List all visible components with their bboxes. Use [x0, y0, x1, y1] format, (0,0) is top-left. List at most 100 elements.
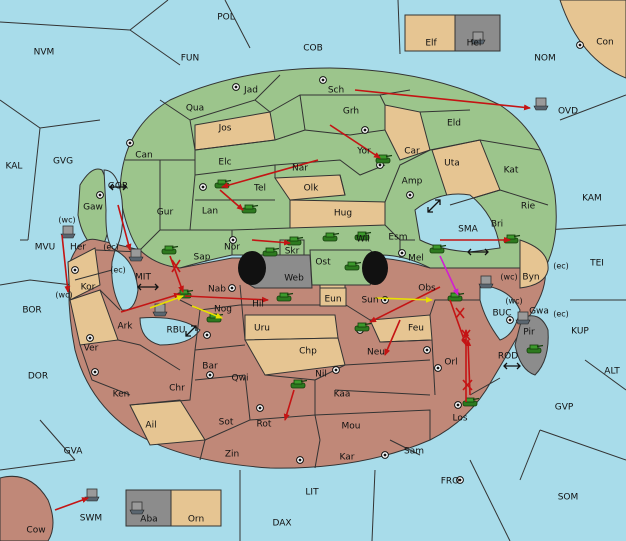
label-kaa: Kaa: [334, 390, 351, 400]
coast-gwa-ec: (ec): [553, 310, 569, 319]
land-labels: Elf Hel Jad Sch Qua Grh Jos Eld Can Yor …: [70, 39, 549, 525]
label-nar: Nar: [292, 164, 308, 174]
label-eld: Eld: [447, 119, 461, 129]
sea-labels: POL NVM FUN COB NOM Con KAL GVG OVD KAM …: [6, 13, 621, 536]
label-obs: Obs: [418, 284, 436, 294]
label-buc: BUC: [492, 309, 511, 319]
label-cob: COB: [303, 44, 323, 54]
label-ark: Ark: [117, 322, 133, 332]
label-byn: Byn: [522, 273, 539, 283]
label-can: Can: [135, 151, 153, 161]
label-skr: Skr: [285, 247, 300, 257]
label-swm: SWM: [80, 514, 102, 524]
label-orn: Orn: [188, 515, 204, 525]
label-mvu: MVU: [35, 243, 56, 253]
label-lit: LIT: [305, 488, 319, 498]
sea-gor: [103, 169, 124, 251]
label-kup: KUP: [571, 327, 589, 337]
label-eun: Eun: [324, 295, 341, 305]
label-nvm: NVM: [34, 48, 55, 58]
coast-kor-ec: (ec): [110, 266, 126, 275]
label-nog: Nog: [214, 305, 232, 315]
move-orders: [54, 89, 531, 511]
label-yor: Yor: [356, 147, 371, 157]
label-los: Los: [452, 414, 467, 424]
label-ost: Ost: [315, 258, 331, 268]
label-olk: Olk: [304, 184, 320, 194]
sea-mit: [111, 249, 139, 311]
label-som: SOM: [558, 493, 579, 503]
label-mel: Mel: [408, 254, 424, 264]
label-mit: MIT: [135, 273, 151, 283]
label-car: Car: [404, 147, 420, 157]
coast-gwa-wc: (wc): [505, 297, 522, 306]
coast-tags: (wc) (ec) (ec) (wc) (wc) (ec) (wc) (ec): [55, 216, 568, 319]
label-gor: GOR: [108, 182, 128, 192]
label-wil: Wil: [356, 235, 370, 245]
label-sap: Sap: [194, 253, 211, 263]
label-her: Her: [70, 243, 86, 253]
label-esm: Esm: [388, 233, 407, 243]
label-nil: Nil: [315, 370, 327, 380]
label-kam: KAM: [582, 194, 602, 204]
label-qua: Qua: [186, 104, 204, 114]
label-bar: Bar: [202, 362, 218, 372]
label-aba: Aba: [140, 515, 157, 525]
label-amp: Amp: [402, 177, 423, 187]
label-jad: Jad: [243, 86, 258, 96]
label-elc: Elc: [218, 158, 231, 168]
label-alt: ALT: [604, 367, 620, 377]
coast-byn-wc: (wc): [500, 273, 517, 282]
land-cow: [0, 475, 54, 541]
label-rie: Rie: [521, 202, 536, 212]
black-lake: [238, 251, 266, 285]
label-gur: Gur: [157, 208, 174, 218]
label-bri: Bri: [491, 220, 503, 230]
label-gaw: Gaw: [83, 203, 103, 213]
label-dor: DOR: [28, 372, 48, 382]
label-neu: Neu: [367, 348, 385, 358]
label-gwa: Gwa: [529, 307, 549, 317]
coast-kor-wc: (wc): [55, 291, 72, 300]
coast-byn-ec: (ec): [553, 262, 569, 271]
label-fro: FRO: [441, 477, 460, 487]
coast-markers: [109, 183, 521, 370]
label-sam: Sam: [404, 447, 424, 457]
neutral-regions: [67, 104, 549, 446]
label-dax: DAX: [272, 519, 291, 529]
label-ovd: OVD: [558, 107, 578, 117]
land-eun: [319, 287, 347, 307]
label-kor: Kor: [81, 283, 96, 293]
label-rod: ROD: [498, 352, 518, 362]
label-sma: SMA: [458, 225, 478, 235]
sea-buc: [479, 284, 521, 341]
label-bor: BOR: [22, 306, 41, 316]
label-hug: Hug: [334, 209, 352, 219]
label-ver: Ver: [84, 344, 99, 354]
label-tel: Tel: [253, 184, 266, 194]
label-hel: Hel: [467, 39, 482, 49]
label-feu: Feu: [408, 324, 424, 334]
label-sun: Sun: [361, 296, 378, 306]
label-qwi: Qwi: [232, 374, 249, 384]
label-nom: NOM: [534, 54, 556, 64]
label-chr: Chr: [169, 384, 185, 394]
label-kal: KAL: [6, 162, 23, 172]
coast-her-ec: (ec): [103, 243, 119, 252]
label-sot: Sot: [219, 418, 234, 428]
label-cow: Cow: [26, 526, 45, 536]
label-nab: Nab: [208, 285, 226, 295]
label-con: Con: [596, 38, 614, 48]
label-gvp: GVP: [555, 403, 574, 413]
label-jos: Jos: [218, 124, 232, 134]
coast-her-wc: (wc): [58, 216, 75, 225]
label-lan: Lan: [202, 207, 218, 217]
label-ail: Ail: [145, 421, 156, 431]
label-zin: Zin: [225, 450, 239, 460]
sea-rbu: [139, 317, 201, 346]
label-pol: POL: [217, 13, 235, 23]
province-borders: [74, 74, 549, 469]
label-uru: Uru: [254, 324, 270, 334]
label-gvg: GVG: [53, 157, 73, 167]
